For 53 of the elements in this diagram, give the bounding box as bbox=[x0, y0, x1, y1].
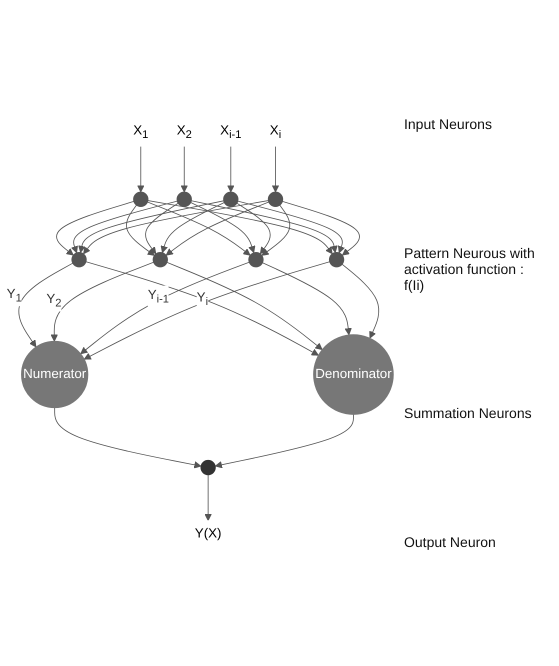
node-text: Y(X) bbox=[194, 526, 222, 542]
edge-label: Y$_{2}$ bbox=[46, 292, 62, 310]
node-text: X$_{2}$ bbox=[176, 124, 192, 141]
layer-label: Input Neurons bbox=[404, 116, 493, 132]
edge-label: Y$_{1}$ bbox=[6, 288, 22, 304]
arrow bbox=[78, 200, 224, 254]
layer-label: Pattern Neurous with activation function : f(Ii) bbox=[404, 244, 536, 293]
arrow bbox=[56, 201, 134, 256]
arrow bbox=[190, 202, 256, 254]
arrow bbox=[50, 262, 154, 342]
arrow bbox=[166, 262, 323, 350]
arrow bbox=[227, 146, 234, 193]
arrow bbox=[166, 202, 270, 256]
node-text: X$_{1}$ bbox=[133, 124, 148, 141]
arrow bbox=[180, 146, 188, 193]
arrow bbox=[80, 262, 250, 355]
arrow bbox=[160, 202, 225, 254]
node-circle bbox=[133, 192, 148, 208]
arrow bbox=[261, 205, 290, 256]
layer-label: Summation Neurons bbox=[404, 405, 533, 422]
arrow bbox=[83, 200, 269, 255]
node-circle bbox=[328, 252, 344, 268]
node-text: X$_{i-1}$ bbox=[220, 124, 242, 141]
arrow bbox=[54, 408, 202, 469]
arrow bbox=[147, 202, 251, 256]
node-text: X$_{i}$ bbox=[270, 124, 282, 141]
layer-label: Output Neuron bbox=[404, 534, 497, 550]
arrow bbox=[190, 200, 338, 254]
arrow bbox=[214, 414, 354, 469]
arrow bbox=[126, 205, 155, 256]
arrow bbox=[18, 263, 74, 348]
node-circle bbox=[176, 192, 192, 208]
arrow bbox=[71, 201, 178, 254]
arrow bbox=[262, 262, 352, 336]
arrow bbox=[236, 203, 271, 255]
node-circle: Numerator bbox=[21, 341, 88, 409]
edge-label: Y$_{i}$ bbox=[196, 291, 208, 308]
arrow bbox=[147, 200, 333, 255]
arrow bbox=[145, 203, 179, 255]
node-circle: Denominator bbox=[313, 334, 394, 416]
arrow bbox=[237, 201, 345, 254]
edge-label: Y$_{i-1}$ bbox=[148, 288, 169, 306]
arrow bbox=[342, 264, 380, 339]
node-circle bbox=[248, 252, 264, 268]
node-circle bbox=[268, 192, 284, 208]
node-circle bbox=[200, 460, 216, 476]
arrow bbox=[137, 146, 144, 193]
node-circle bbox=[223, 192, 238, 208]
arrow bbox=[272, 146, 280, 193]
arrow bbox=[204, 474, 212, 522]
arrow bbox=[282, 201, 360, 256]
node-circle bbox=[71, 252, 87, 268]
node-circle bbox=[152, 252, 168, 268]
